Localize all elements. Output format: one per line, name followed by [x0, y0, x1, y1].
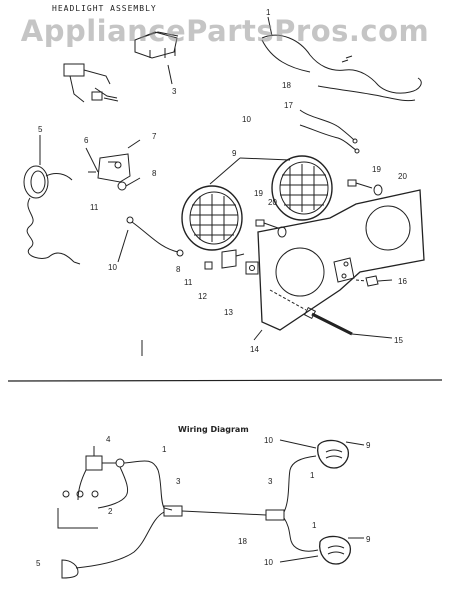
- part-7-mount-bracket: [97, 139, 141, 183]
- wiring-headlight-lower: [319, 535, 364, 565]
- part-connector-plug: [63, 63, 119, 103]
- callout-labels: 1 3 5 6 7 8 11 10 9 10 18 17 19 20 19 20…: [38, 8, 407, 354]
- callout-1: 1: [266, 8, 271, 17]
- wiring-callout-3-left: 3: [176, 477, 181, 486]
- wiring-callout-1-upper: 1: [310, 471, 315, 480]
- wiring-callout-labels: 4 1 3 2 5 18 3 1 1 10 10 9 9: [36, 435, 371, 568]
- callout-6: 6: [84, 136, 89, 145]
- part-18-wire: [299, 124, 360, 154]
- wiring-callout-4: 4: [106, 435, 111, 444]
- callout-11-lower: 11: [184, 278, 193, 287]
- callout-9: 9: [232, 149, 237, 158]
- wiring-connector-left: [163, 505, 183, 517]
- assembly-title: HEADLIGHT ASSEMBLY: [52, 4, 157, 13]
- part-8-nut: [117, 177, 141, 191]
- callout-13: 13: [224, 308, 233, 317]
- part-12-clip: [221, 249, 245, 269]
- callout-18: 18: [282, 81, 291, 90]
- wiring-switch: [85, 455, 103, 471]
- callout-5: 5: [38, 125, 43, 134]
- part-9-headlight-left: [181, 185, 243, 251]
- part-20-washer-upper: [373, 184, 383, 196]
- wiring-callout-10-lower: 10: [264, 558, 273, 567]
- callout-3: 3: [172, 87, 177, 96]
- wiring-callout-18: 18: [238, 537, 247, 546]
- part-14-mounting-plate: [253, 189, 425, 341]
- callout-10-top: 10: [242, 115, 251, 124]
- callout-10-left: 10: [108, 263, 117, 272]
- part-6-screw: [85, 147, 99, 173]
- wiring-callout-5: 5: [36, 559, 41, 568]
- callout-leader-9-right: [239, 157, 291, 161]
- wiring-headlight-upper: [317, 439, 365, 469]
- callout-8-lower: 8: [176, 265, 181, 274]
- part-20-washer-lower: [277, 226, 287, 238]
- callout-15: 15: [394, 336, 403, 345]
- wiring-callout-2: 2: [108, 507, 113, 516]
- part-16-bolt: [355, 275, 393, 287]
- section-divider: [7, 379, 443, 382]
- wiring-callout-9-lower: 9: [366, 535, 371, 544]
- indicator-bulb: [76, 490, 84, 498]
- callout-leader-9-left: [209, 157, 241, 185]
- part-15-long-bolt: [269, 289, 393, 339]
- wiring-diagram: [57, 439, 365, 579]
- callout-19-center: 19: [254, 189, 263, 198]
- callout-7: 7: [152, 132, 157, 141]
- callout-8-upper: 8: [152, 169, 157, 178]
- wiring-diagram-title: Wiring Diagram: [178, 425, 249, 434]
- callout-12: 12: [198, 292, 207, 301]
- wiring-callout-9-upper: 9: [366, 441, 371, 450]
- callout-16: 16: [398, 277, 407, 286]
- wiring-callout-10-upper: 10: [264, 436, 273, 445]
- callout-19-right: 19: [372, 165, 381, 174]
- part-19-bolt-lower: [255, 219, 279, 229]
- wiring-connector-right: [265, 509, 285, 521]
- callout-14: 14: [250, 345, 259, 354]
- callout-20-right: 20: [398, 172, 407, 181]
- wiring-lamp-5: [61, 559, 79, 579]
- callout-20-center: 20: [268, 198, 277, 207]
- part-5-small-lamp: [23, 135, 81, 265]
- callout-17: 17: [284, 101, 293, 110]
- indicator-bulb: [62, 490, 70, 498]
- part-9-headlight-right: [271, 155, 333, 221]
- part-17-rod: [299, 109, 358, 144]
- wiring-callout-3-right: 3: [268, 477, 273, 486]
- part-11-small-nut: [204, 261, 213, 270]
- callout-11-upper: 11: [90, 203, 99, 212]
- part-1-wire-harness: [261, 16, 422, 102]
- indicator-bulb: [91, 490, 99, 498]
- wiring-callout-1-left: 1: [162, 445, 167, 454]
- watermark: AppliancePartsPros.com: [20, 14, 430, 48]
- wiring-callout-1-lower: 1: [312, 521, 317, 530]
- part-19-bolt-upper: [347, 179, 373, 189]
- part-3-bracket: [134, 31, 179, 85]
- part-10-ground-strap: [117, 216, 184, 263]
- part-13-square-nut: [245, 261, 259, 275]
